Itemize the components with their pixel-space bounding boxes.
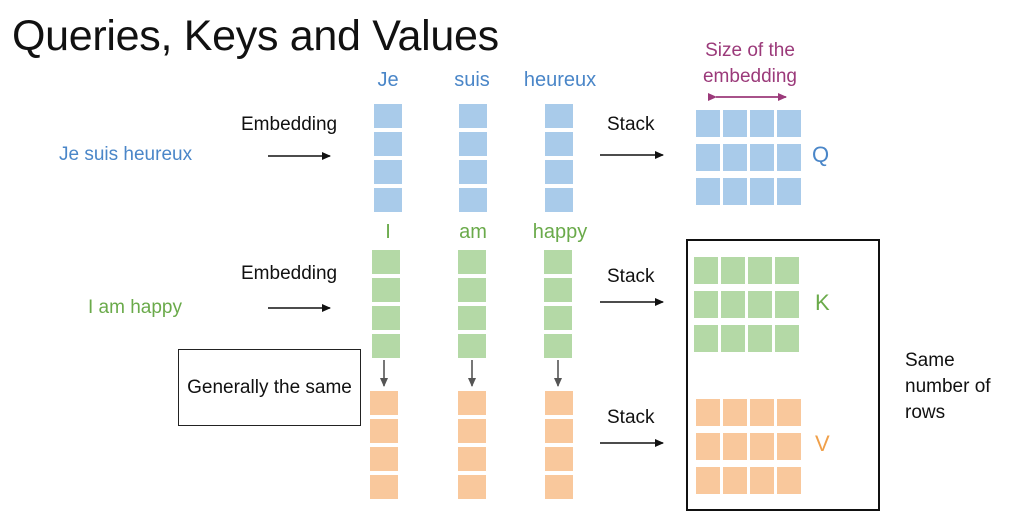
q-label: Q: [812, 142, 830, 167]
same-rows-note: Same number of rows: [905, 350, 991, 424]
french-sentence: Je suis heureux: [59, 144, 193, 165]
embedding-label-bottom: Embedding: [241, 263, 338, 284]
token-heureux: heureux: [523, 69, 597, 91]
same-rows-box: [686, 239, 880, 511]
v-label: V: [815, 431, 830, 456]
value-column-happy: [545, 391, 573, 503]
english-sentence: I am happy: [88, 297, 182, 318]
embedding-label-top: Embedding: [241, 114, 338, 135]
token-i: I: [385, 221, 391, 243]
value-column-am: [458, 391, 486, 503]
value-column-i: [370, 391, 398, 503]
token-suis: suis: [454, 69, 490, 91]
key-column-happy: [544, 250, 572, 362]
embedding-column-je: [374, 104, 402, 216]
embedding-column-heureux: [545, 104, 573, 216]
stack-label-q: Stack: [607, 114, 655, 135]
token-am: am: [459, 221, 487, 243]
key-matrix: [694, 257, 799, 352]
token-happy: happy: [532, 221, 588, 243]
k-label: K: [815, 290, 830, 315]
generally-same-note: Generally the same: [178, 349, 361, 426]
stack-label-v: Stack: [607, 407, 655, 428]
slide-title: Queries, Keys and Values: [12, 12, 499, 60]
key-column-am: [458, 250, 486, 362]
value-matrix: [696, 399, 801, 494]
embedding-size-label: Size of the embedding: [702, 40, 798, 87]
stack-label-k: Stack: [607, 266, 655, 287]
token-je: Je: [377, 69, 399, 91]
key-column-i: [372, 250, 400, 362]
embedding-column-suis: [459, 104, 487, 216]
query-matrix: [696, 110, 801, 205]
